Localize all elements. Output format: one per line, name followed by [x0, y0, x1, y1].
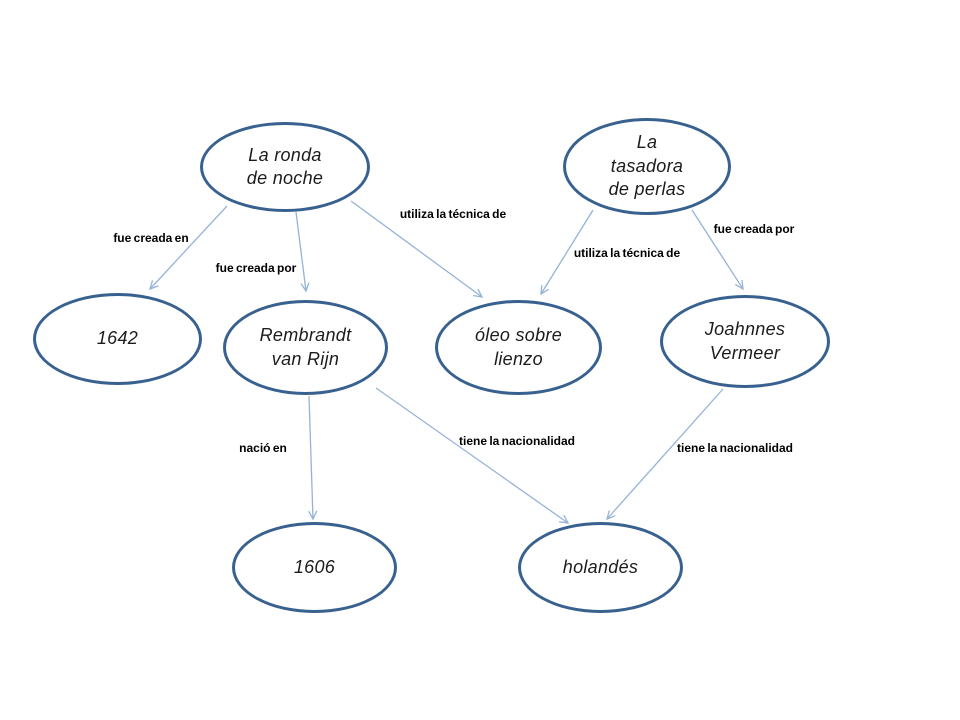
edge-line-vermeer-to-holandes	[606, 388, 724, 521]
node-label-1606: 1606	[293, 556, 336, 577]
edge-label-fue-creada-por-ronda: fue creada por	[215, 261, 297, 275]
node-label-la-tasadora-de-perlas: La tasadora de perlas	[608, 132, 686, 200]
edge-line-ronda-to-oleo	[350, 200, 484, 298]
node-la-ronda-de-noche: La ronda de noche	[200, 122, 370, 212]
edge-label-tiene-la-nacionalidad-vermeer: tiene la nacionalidad	[676, 441, 794, 455]
node-label-1642: 1642	[96, 328, 139, 349]
edge-label-tiene-la-nacionalidad-rembrandt: tiene la nacionalidad	[458, 434, 576, 448]
edge-label-fue-creada-por-tasadora: fue creada por	[713, 222, 795, 236]
node-label-joahnnes-vermeer: Joahnnes Vermeer	[704, 319, 786, 363]
edge-line-tasadora-to-oleo	[540, 209, 594, 296]
edge-line-ronda-to-1642	[149, 205, 228, 291]
node-label-holandes: holandés	[562, 556, 639, 577]
node-holandes: holandés	[518, 522, 683, 613]
node-joahnnes-vermeer: Joahnnes Vermeer	[660, 295, 830, 388]
edge-line-ronda-to-rembrandt	[295, 211, 310, 293]
edge-label-utiliza-la-tecnica-de-ronda: utiliza la técnica de	[399, 207, 507, 221]
edge-label-utiliza-la-tecnica-de-tasadora: utiliza la técnica de	[573, 246, 681, 260]
node-label-oleo-sobre-lienzo: óleo sobre lienzo	[474, 325, 563, 369]
node-label-rembrandt-van-rijn: Rembrandt van Rijn	[259, 325, 352, 369]
node-la-tasadora-de-perlas: La tasadora de perlas	[563, 118, 731, 215]
node-1642: 1642	[33, 293, 202, 385]
edge-line-tasadora-to-vermeer	[691, 209, 744, 291]
node-label-la-ronda-de-noche: La ronda de noche	[246, 144, 324, 188]
node-rembrandt-van-rijn: Rembrandt van Rijn	[223, 300, 388, 395]
edge-line-rembrandt-to-1606	[308, 395, 318, 521]
node-oleo-sobre-lienzo: óleo sobre lienzo	[435, 300, 602, 395]
edge-line-rembrandt-to-holandes	[375, 387, 570, 524]
edge-label-fue-creada-en: fue creada en	[113, 231, 189, 245]
node-1606: 1606	[232, 522, 397, 613]
edge-label-nacio-en: nació en	[239, 441, 287, 455]
